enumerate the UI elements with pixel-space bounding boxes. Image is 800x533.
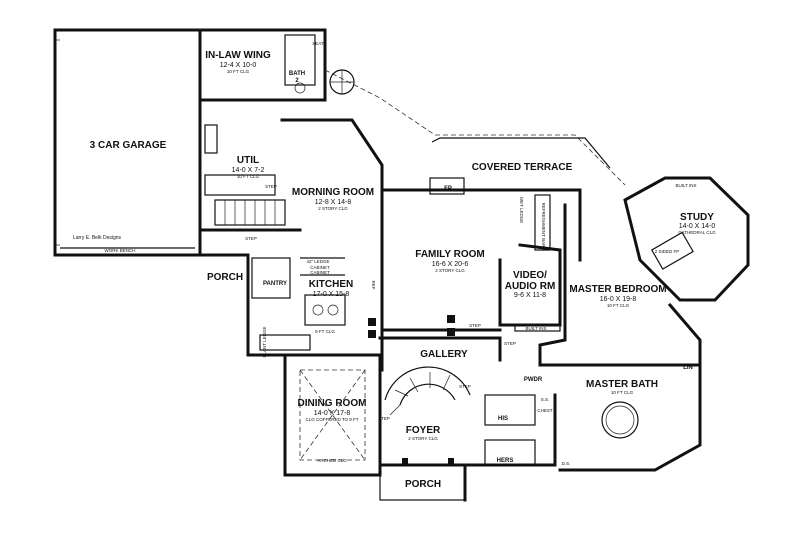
- pwdr-name: PWDR: [524, 377, 543, 383]
- util-name: UTIL: [237, 155, 259, 166]
- kitchen-clg: 9 FT CLG: [315, 329, 335, 334]
- terrace-name: COVERED TERRACE: [472, 162, 573, 173]
- kitchen-name: KITCHEN: [309, 279, 353, 290]
- refreshment-bar: REFRESHMENT BAR: [541, 203, 546, 248]
- interior-details: [55, 34, 694, 464]
- foyer-note: 2 STORY CLG: [408, 436, 438, 441]
- study-dims: 14-0 X 14-0: [679, 223, 716, 230]
- built-ins-study: BUILT INS: [675, 183, 696, 188]
- hers-name: HERS: [497, 458, 514, 464]
- master-bath-note: 10 FT CLG: [611, 390, 634, 395]
- cabinet-2: CABINET: [310, 270, 330, 275]
- video-name-1: VIDEO/: [513, 270, 547, 281]
- ds-label: D.S.: [562, 461, 571, 466]
- built-ins-video: BUILT INS: [525, 326, 546, 331]
- dining-note: CLG COFFERED TO 9 FT: [305, 417, 358, 422]
- video-name-2: AUDIO RM: [505, 281, 556, 292]
- room-labels: IN-LAW WING 12-4 X 10-0 10 FT CLG BATH 2…: [73, 41, 716, 490]
- gallery-name: GALLERY: [420, 349, 468, 360]
- kitchen-dims: 17-0 X 15-8: [313, 291, 350, 298]
- pantry-name: PANTRY: [263, 281, 287, 287]
- credit: Larry E. Belk Designs: [73, 235, 122, 241]
- bath2-num: 2: [295, 78, 299, 84]
- master-bath-name: MASTER BATH: [586, 379, 658, 390]
- step-util: STEP: [265, 184, 277, 189]
- master-bed-note: 10 FT CLG: [607, 303, 630, 308]
- master-bed-name: MASTER BEDROOM: [569, 284, 666, 295]
- chest-label: CHEST: [537, 408, 553, 413]
- family-name: FAMILY ROOM: [415, 249, 484, 260]
- his-name: HIS: [498, 416, 508, 422]
- seat-label: SEAT: [312, 41, 324, 46]
- garage-name: 3 CAR GARAGE: [90, 140, 167, 151]
- family-dims: 16-6 X 20-6: [432, 261, 469, 268]
- porch-w-name: PORCH: [207, 272, 243, 283]
- porch-s-name: PORCH: [405, 479, 441, 490]
- ledge-label: 42" LEDGE: [306, 259, 329, 264]
- study-name: STUDY: [680, 212, 714, 223]
- study-fp: 2 SIDED FP: [655, 249, 680, 254]
- family-note: 2 STORY CLG: [435, 268, 465, 273]
- master-bed-dims: 16-0 X 19-8: [600, 296, 637, 303]
- morning-name: MORNING ROOM: [292, 187, 374, 198]
- plant-ledge: PLANT LEDGE: [262, 327, 267, 358]
- arched-clg: ARCHED CLG: [317, 458, 347, 463]
- dining-dims: 14-0 X 17-8: [314, 410, 351, 417]
- wet-ledge: WET LEDGE: [519, 197, 524, 223]
- inlaw-dims: 12-4 X 10-0: [220, 62, 257, 69]
- dining-name: DINING ROOM: [298, 398, 367, 409]
- video-dims: 9-6 X 11-8: [514, 292, 546, 299]
- ref-label: REF: [371, 281, 376, 290]
- bath2-name: BATH: [289, 71, 305, 77]
- exterior-walls: [53, 28, 750, 502]
- step-family: STEP: [469, 323, 481, 328]
- cabinet-1: CABINET: [310, 265, 330, 270]
- util-dims: 14-0 X 7-2: [232, 167, 265, 174]
- inlaw-note: 10 FT CLG: [227, 69, 250, 74]
- util-note: 10 FT CLG: [237, 174, 260, 179]
- step-dining: STEP: [378, 416, 390, 421]
- morning-dims: 12-8 X 14-8: [315, 199, 352, 206]
- step-gallery: STEP: [459, 384, 471, 389]
- fp-label: FP: [444, 186, 452, 192]
- step-video: STEP: [504, 341, 516, 346]
- step-porch: STEP: [245, 236, 257, 241]
- ss-label: S.S.: [541, 397, 550, 402]
- inlaw-name: IN-LAW WING: [205, 50, 271, 61]
- foyer-name: FOYER: [406, 425, 441, 436]
- lin-label: LIN: [683, 365, 693, 371]
- study-note: CATHEDRAL CLG: [678, 230, 716, 235]
- work-bench: WORK BENCH: [104, 248, 135, 253]
- morning-note: 2 STORY CLG: [318, 206, 348, 211]
